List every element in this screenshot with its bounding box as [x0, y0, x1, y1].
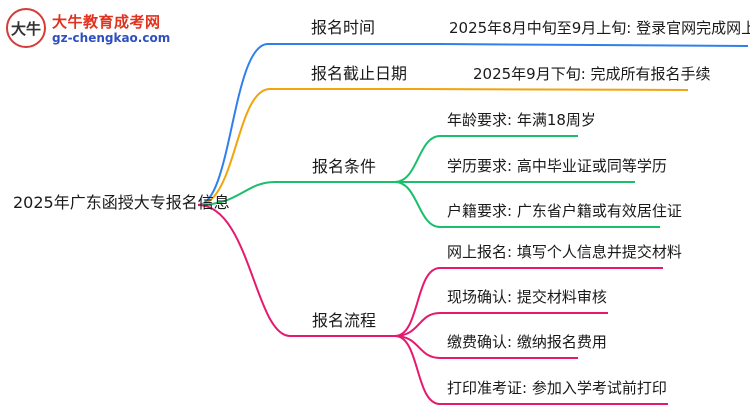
- process-onsite-confirm: 现场确认: 提交材料审核: [447, 288, 607, 306]
- branch-conditions: 报名条件: [312, 157, 377, 176]
- connector-proc-1: [394, 267, 663, 337]
- logo-mark-icon: 大牛: [6, 8, 46, 48]
- connector-cond-1: [394, 135, 578, 183]
- process-print-ticket: 打印准考证: 参加入学考试前打印: [447, 379, 667, 397]
- connector-cond-3: [394, 181, 660, 228]
- condition-age: 年龄要求: 年满18周岁: [447, 111, 596, 129]
- connector-proc-2: [394, 312, 608, 337]
- connector-branch-deadline: [197, 88, 418, 206]
- process-payment: 缴费确认: 缴纳报名费用: [447, 333, 607, 351]
- connector-proc-3: [394, 335, 578, 359]
- branch-time: 报名时间: [311, 18, 376, 37]
- root-node: 2025年广东函授大专报名信息: [13, 193, 230, 212]
- logo-name: 大牛教育成考网: [52, 13, 161, 31]
- connector-branch-time: [197, 43, 305, 206]
- brand-logo: 大牛 大牛教育成考网 gz-chengkao.com: [6, 8, 176, 52]
- underline-branch-time: [305, 42, 749, 47]
- logo-url: gz-chengkao.com: [52, 31, 171, 45]
- connector-branch-process: [197, 204, 395, 337]
- process-online-register: 网上报名: 填写个人信息并提交材料: [447, 243, 682, 261]
- branch-process: 报名流程: [312, 311, 377, 330]
- underline-branch-deadline-item: [417, 88, 689, 91]
- condition-residence: 户籍要求: 广东省户籍或有效居住证: [447, 202, 682, 220]
- connector-branch-conditions: [197, 181, 395, 206]
- connector-proc-4: [394, 335, 668, 405]
- branch-deadline: 报名截止日期: [311, 64, 408, 83]
- condition-education: 学历要求: 高中毕业证或同等学历: [447, 157, 667, 175]
- branch-deadline-item: 2025年9月下旬: 完成所有报名手续: [473, 65, 711, 83]
